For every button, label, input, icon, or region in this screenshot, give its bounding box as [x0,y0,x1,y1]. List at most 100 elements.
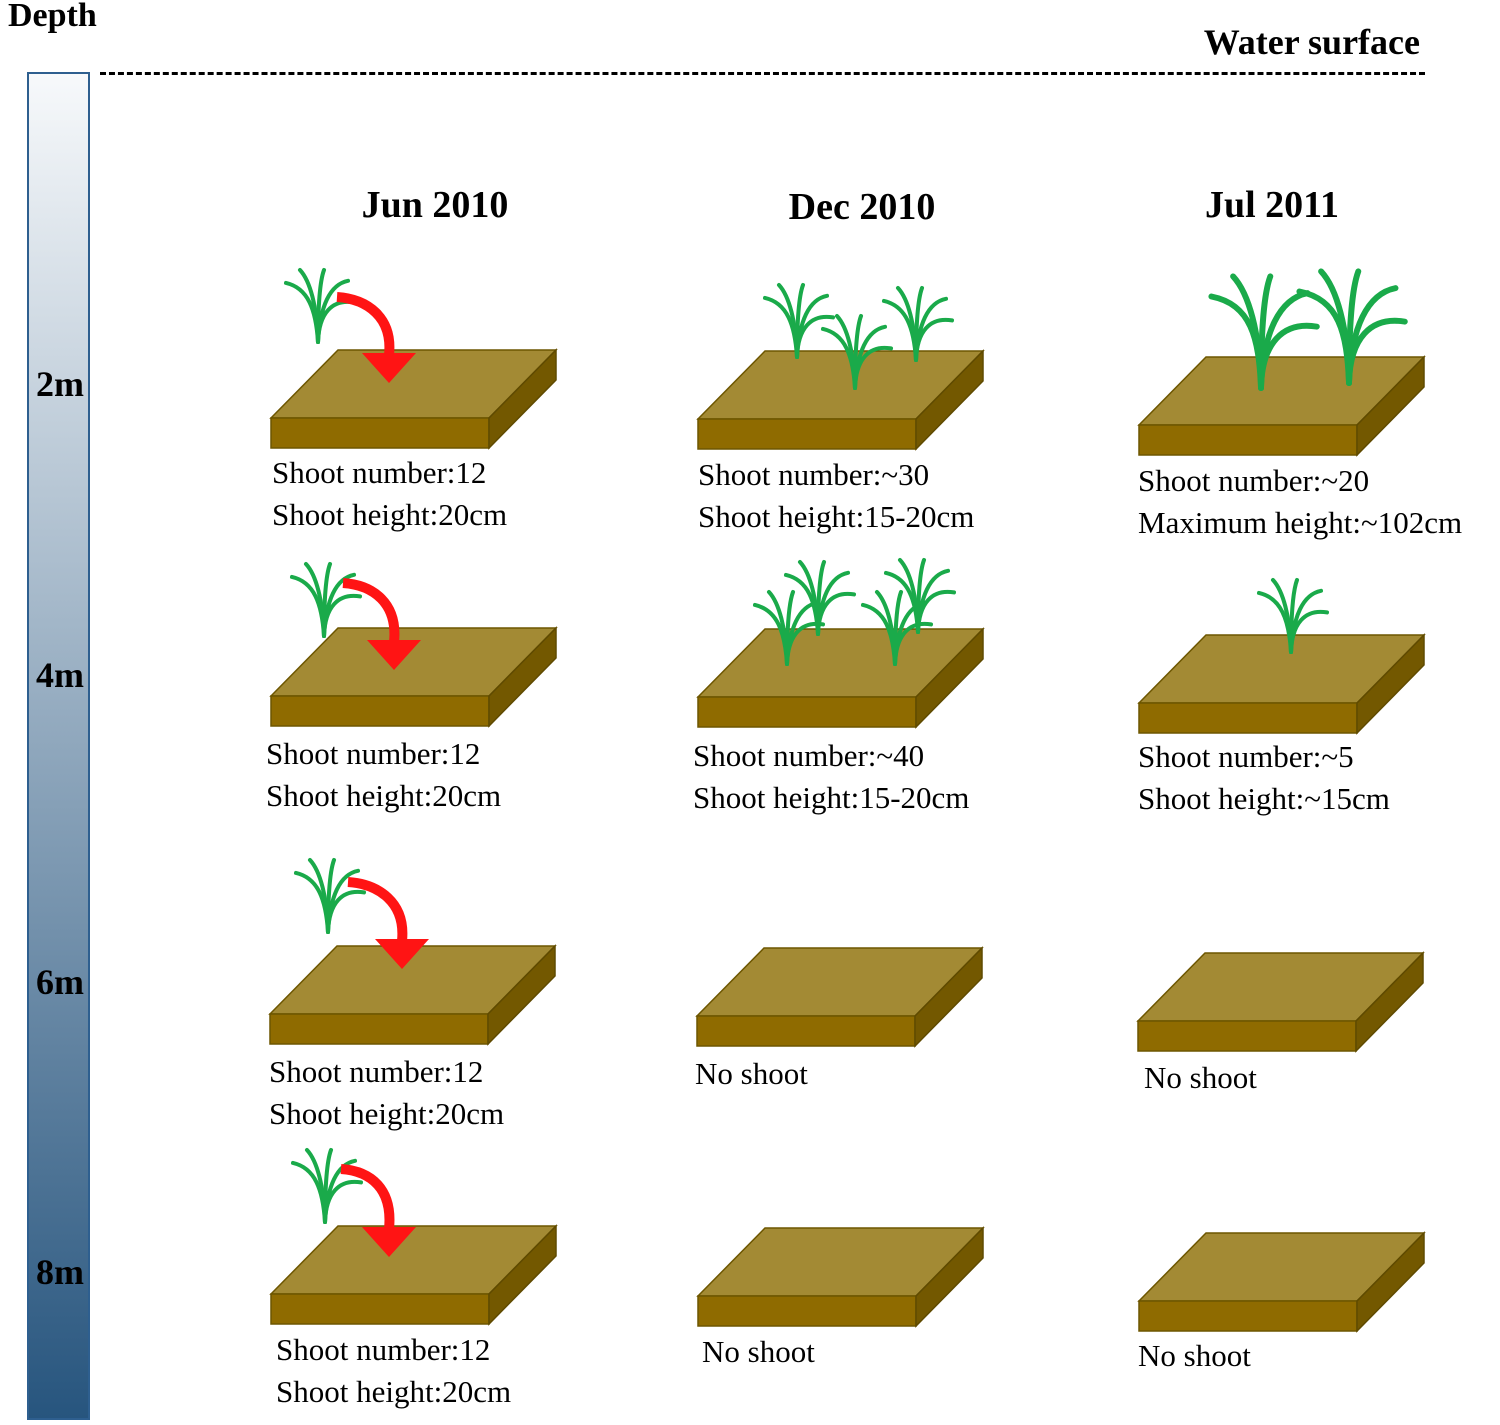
soil-block-6m-jul2011 [1136,951,1425,1053]
soil-block-2m-dec2010 [696,349,985,451]
caption-6m-jul2011: No shoot [1144,1060,1257,1095]
seedling-2m-jun2010-leaf-1 [283,280,321,345]
caption-2m-dec2010-line1: Shoot number:~30 [698,457,930,492]
depth-gradient-bar [27,72,90,1420]
column-header-jul-2011: Jul 2011 [1204,184,1340,226]
soil-block-4m-jul2011-front [1138,702,1358,734]
soil-block-8m-jun2010-side [488,1224,557,1326]
depth-axis-title: Depth [8,0,97,34]
seedling-4m-jun2010 [289,561,363,639]
transplant-arrow-6m-jun2010-shaft [347,877,408,942]
caption-2m-jun2010-line2: Shoot height:20cm [272,497,508,532]
soil-block-4m-jun2010-front [270,695,490,727]
transplant-arrow-8m-jun2010-head [362,1227,416,1257]
soil-block-4m-jun2010-side [488,626,557,728]
shoot-2m-jul2011-2 [1296,268,1408,386]
soil-block-8m-dec2010-front [697,1295,917,1327]
shoot-2m-jul2011-2-leaf-5 [1346,317,1408,386]
soil-block-4m-dec2010-side [915,627,984,729]
shoot-2m-dec2010-1-leaf-1 [762,295,800,360]
caption-8m-jun2010-line1: Shoot number:12 [276,1332,491,1367]
transplant-arrow-2m-jun2010-head [362,353,416,383]
shoot-4m-dec2010-3-leaf-5 [892,621,934,667]
shoot-2m-dec2010-2-leaf-5 [852,345,894,391]
soil-block-6m-dec2010-side [914,946,983,1048]
caption-8m-jun2010-line2: Shoot height:20cm [276,1374,512,1409]
soil-block-6m-jun2010-side [487,944,556,1046]
depth-tick-6m: 6m [36,962,84,1002]
soil-block-4m-jul2011-side [1356,633,1425,735]
soil-block-2m-dec2010-side [915,349,984,451]
transplant-arrow-4m-jun2010-head [367,640,421,670]
transplant-arrow-2m-jun2010 [336,292,416,383]
shoot-4m-dec2010-4 [883,557,957,635]
shoot-2m-jul2011-1-leaf-5 [1258,322,1320,391]
caption-2m-jul2011-line2: Maximum height:~102cm [1138,505,1463,540]
transplant-arrow-6m-jun2010-head [375,939,429,969]
seedling-6m-jun2010-leaf-5 [325,889,367,935]
caption-6m-jun2010-line1: Shoot number:12 [269,1054,484,1089]
soil-block-2m-dec2010-front [697,418,917,450]
shoot-4m-jul2011-1 [1256,577,1330,655]
soil-block-4m-jun2010 [269,626,558,728]
caption-6m-dec2010: No shoot [695,1056,808,1091]
soil-block-8m-jul2011 [1137,1231,1426,1333]
soil-block-2m-jun2010 [269,348,558,450]
soil-block-6m-jul2011-side [1355,951,1424,1053]
soil-block-8m-jun2010-front [270,1293,490,1325]
soil-block-6m-jul2011-front [1137,1020,1357,1052]
shoot-4m-dec2010-2 [783,559,857,637]
caption-4m-jun2010-line1: Shoot number:12 [266,736,481,771]
water-surface-label: Water surface [1203,22,1420,62]
seedling-8m-jun2010-leaf-1 [290,1160,328,1225]
soil-block-6m-dec2010-front [696,1015,916,1047]
soil-block-8m-jul2011-side [1356,1231,1425,1333]
shoot-4m-dec2010-2-leaf-5 [815,591,857,637]
seedling-4m-jun2010-leaf-1 [289,574,327,639]
caption-2m-dec2010-line2: Shoot height:15-20cm [698,499,975,534]
shoot-2m-dec2010-1-leaf-5 [794,314,836,360]
soil-block-4m-jul2011 [1137,633,1426,735]
shoot-2m-dec2010-3-leaf-5 [913,317,955,363]
seedling-8m-jun2010 [290,1147,364,1225]
soil-block-2m-jul2011 [1137,355,1426,457]
shoot-2m-jul2011-1 [1208,273,1320,391]
shoot-4m-dec2010-4-leaf-5 [915,589,957,635]
soil-block-8m-jun2010 [269,1224,558,1326]
caption-4m-jul2011-line2: Shoot height:~15cm [1138,781,1390,816]
soil-block-8m-jul2011-front [1138,1300,1358,1332]
caption-4m-dec2010-line1: Shoot number:~40 [693,738,925,773]
depth-tick-2m: 2m [36,364,84,404]
transplant-arrow-2m-jun2010-shaft [336,292,395,356]
transplant-arrow-6m-jun2010 [347,877,429,969]
seedling-8m-jun2010-leaf-5 [322,1179,364,1225]
soil-block-8m-dec2010-side [915,1226,984,1328]
transplant-arrow-8m-jun2010 [340,1164,416,1257]
seedling-2m-jun2010-leaf-4 [315,278,351,345]
column-header-dec-2010: Dec 2010 [788,186,936,228]
transplant-arrow-8m-jun2010-shaft [340,1164,395,1230]
caption-6m-jun2010-line2: Shoot height:20cm [269,1096,505,1131]
caption-4m-dec2010-line2: Shoot height:15-20cm [693,780,970,815]
seedling-6m-jun2010-leaf-1 [293,870,331,935]
soil-block-4m-dec2010-front [697,696,917,728]
transplant-arrow-4m-jun2010-shaft [342,578,400,643]
seedling-6m-jun2010 [293,857,367,935]
shoot-2m-dec2010-1-leaf-4 [794,293,830,360]
soil-block-2m-jul2011-side [1356,355,1425,457]
transplant-arrow-4m-jun2010 [342,578,421,670]
soil-block-6m-jun2010-front [269,1013,489,1045]
soil-block-8m-dec2010 [696,1226,985,1328]
caption-8m-dec2010: No shoot [702,1334,815,1369]
shoot-4m-jul2011-1-leaf-5 [1288,609,1330,655]
shoot-2m-dec2010-2 [820,313,894,391]
caption-4m-jul2011-line1: Shoot number:~5 [1138,739,1354,774]
soil-block-6m-jun2010 [268,944,557,1046]
soil-block-4m-dec2010 [696,627,985,729]
depth-tick-4m: 4m [36,655,84,695]
caption-2m-jul2011-line1: Shoot number:~20 [1138,463,1370,498]
caption-8m-jul2011: No shoot [1138,1338,1251,1373]
column-header-jun-2010: Jun 2010 [361,184,509,226]
